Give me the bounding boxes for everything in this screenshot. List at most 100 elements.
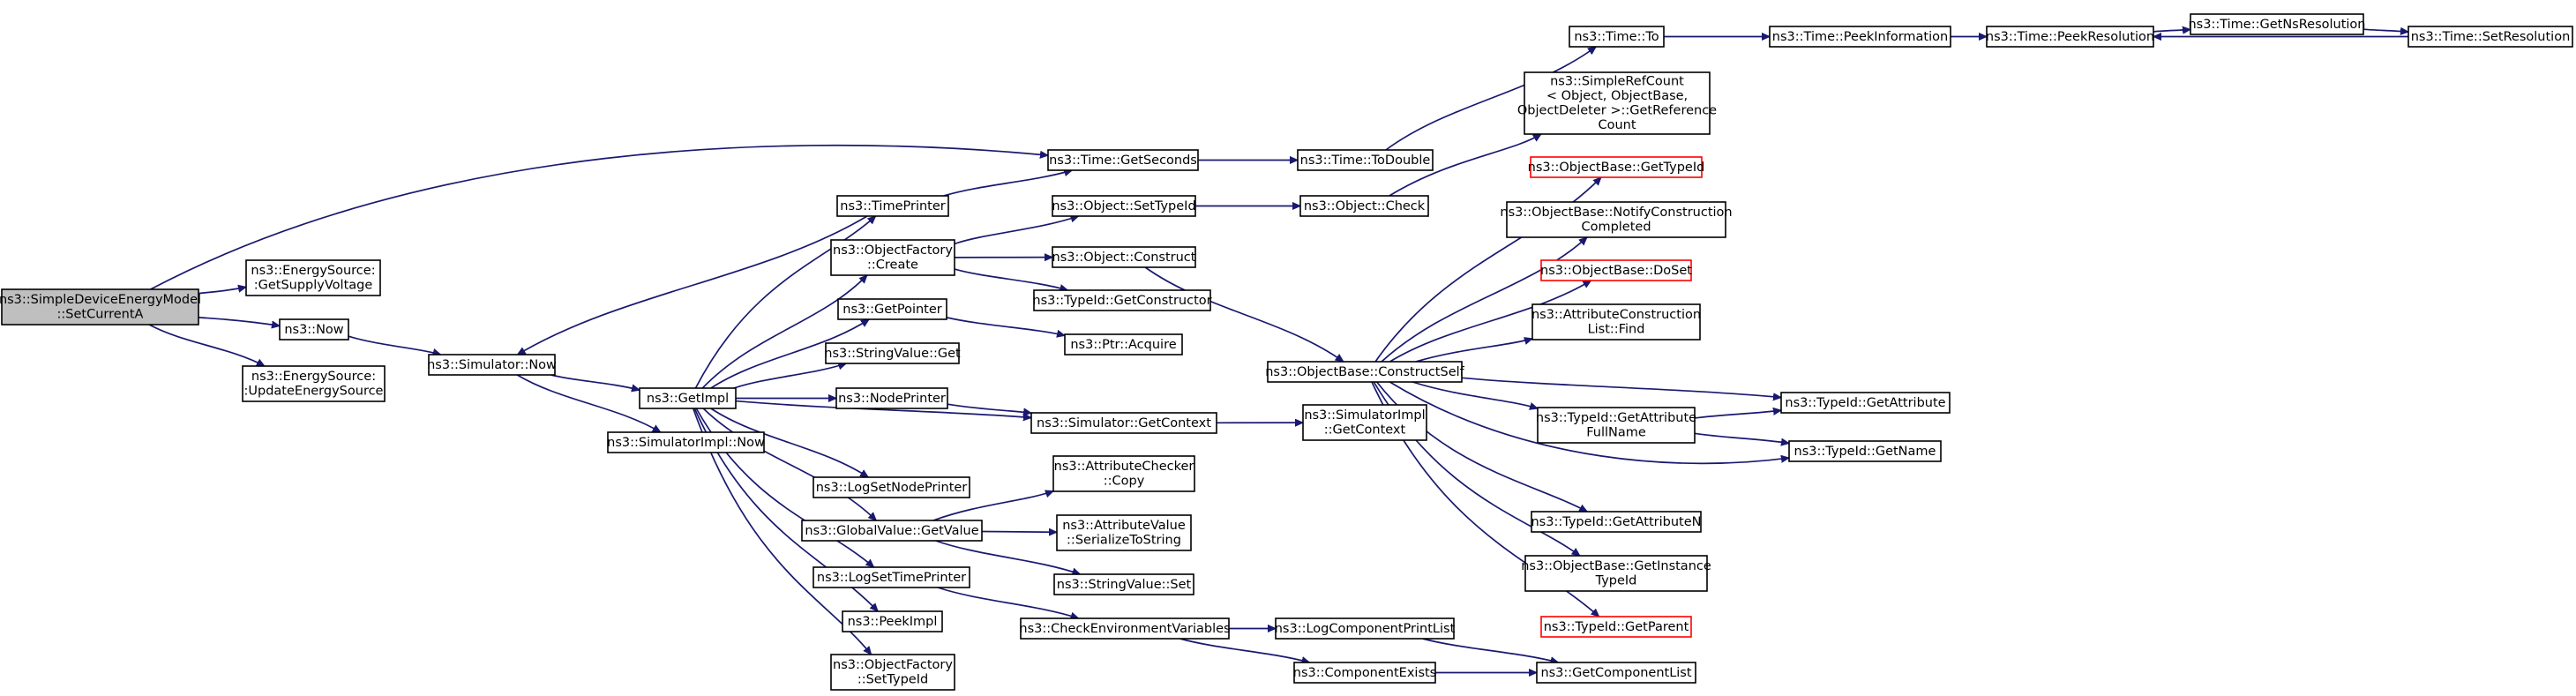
node-label-line: ns3::Now (284, 323, 343, 337)
node-ns3-componentexists[interactable]: ns3::ComponentExists (1293, 662, 1437, 684)
node-box (1788, 440, 1942, 462)
node-ns3-simpledeviceenergymodel-setcurrenta[interactable]: ns3::SimpleDeviceEnergyModel::SetCurrent… (0, 288, 201, 326)
node-ns3-objectfactory-settypeid[interactable]: ns3::ObjectFactory::SetTypeId (830, 654, 955, 691)
node-label-line: ns3::Object::Check (1304, 199, 1426, 213)
node-label-line: :UpdateEnergySource (244, 385, 384, 399)
node-ns3-simplerefcount-object-objectbase-objectdeleter-getreference-count[interactable]: ns3::SimpleRefCount< Object, ObjectBase,… (1517, 71, 1717, 135)
node-label-line: ns3::ObjectBase::ConstructSelf (1265, 365, 1464, 379)
node-ns3-typeid-getconstructor[interactable]: ns3::TypeId::GetConstructor (1032, 289, 1212, 311)
node-ns3-typeid-getname[interactable]: ns3::TypeId::GetName (1788, 440, 1942, 462)
node-label-line: ns3::Ptr::Acquire (1070, 338, 1176, 352)
node-ns3-logsetnodeprinter[interactable]: ns3::LogSetNodePrinter (812, 476, 970, 498)
node-ns3-time-to[interactable]: ns3::Time::To (1569, 26, 1665, 48)
edge-todouble-to-timeto (1385, 47, 1596, 151)
edge-peekres-to-getnsres (2153, 29, 2190, 32)
node-label-line: ::GetContext (1324, 423, 1406, 438)
node-label-line: ns3::TypeId::GetParent (1544, 620, 1689, 634)
node-ns3-typeid-getattributen[interactable]: ns3::TypeId::GetAttributeN (1531, 511, 1702, 533)
edge-now-to-simnow (348, 335, 441, 355)
node-box (245, 259, 381, 296)
node-box (837, 298, 947, 320)
node-label-line: ns3::StringValue::Get (824, 347, 961, 361)
node-ns3-attributevalue-serializetostring[interactable]: ns3::AttributeValue::SerializeToString (1056, 514, 1192, 551)
node-ns3-ptr-acquire[interactable]: ns3::Ptr::Acquire (1064, 333, 1183, 355)
edge-constructself-to-tidgetattrfull (1412, 381, 1538, 408)
node-ns3-energysource-getsupplyvoltage[interactable]: ns3::EnergySource::GetSupplyVoltage (245, 259, 381, 296)
node-label-line: TypeId (1595, 574, 1637, 588)
node-ns3-peekimpl[interactable]: ns3::PeekImpl (842, 610, 943, 632)
node-label-line: ns3::Time::ToDouble (1300, 153, 1431, 168)
node-ns3-nodeprinter[interactable]: ns3::NodePrinter (835, 387, 948, 409)
node-ns3-time-peekinformation[interactable]: ns3::Time::PeekInformation (1769, 26, 1951, 48)
node-layer: ns3::SimpleDeviceEnergyModel::SetCurrent… (0, 13, 2573, 691)
node-ns3-objectbase-doset[interactable]: ns3::ObjectBase::DoSet (1540, 259, 1692, 281)
node-ns3-checkenvironmentvariables[interactable]: ns3::CheckEnvironmentVariables (1019, 617, 1231, 640)
edge-constructself-to-obnotify (1381, 237, 1587, 363)
node-label-line: ns3::ObjectBase::NotifyConstruction (1500, 206, 1732, 220)
node-label-line: ns3::TypeId::GetConstructor (1032, 294, 1211, 308)
node-box (1530, 156, 1703, 178)
node-label-line: ns3::LogComponentPrintList (1275, 622, 1456, 636)
node-box (801, 520, 983, 542)
node-ns3-getimpl[interactable]: ns3::GetImpl (639, 387, 737, 409)
node-label-line: ns3::Simulator::Now (427, 358, 557, 372)
node-ns3-logcomponentprintlist[interactable]: ns3::LogComponentPrintList (1275, 617, 1456, 640)
node-box (1540, 259, 1692, 281)
node-ns3-simulator-getcontext[interactable]: ns3::Simulator::GetContext (1030, 412, 1217, 434)
edge-getimpl-to-getpointer (710, 318, 869, 389)
node-label-line: ns3::Time::To (1574, 30, 1659, 44)
node-box (1986, 26, 2154, 48)
node-ns3-object-check[interactable]: ns3::Object::Check (1299, 195, 1429, 217)
node-ns3-object-construct[interactable]: ns3::Object::Construct (1052, 246, 1196, 268)
node-label-line: ns3::TypeId::GetName (1794, 445, 1936, 459)
node-box (830, 239, 955, 276)
node-ns3-energysource-updateenergysource[interactable]: ns3::EnergySource::UpdateEnergySource (242, 365, 386, 402)
edge-constructself-to-attrconstructfind (1415, 339, 1532, 363)
node-ns3-getcomponentlist[interactable]: ns3::GetComponentList (1536, 662, 1696, 684)
node-box (1052, 455, 1195, 492)
node-label-line: ns3::TypeId::GetAttribute (1785, 396, 1945, 410)
node-label-line: ns3::ObjectFactory (833, 658, 953, 672)
node-label-line: Completed (1581, 221, 1651, 235)
node-ns3-stringvalue-set[interactable]: ns3::StringValue::Set (1053, 573, 1194, 595)
node-ns3-globalvalue-getvalue[interactable]: ns3::GlobalValue::GetValue (801, 520, 983, 542)
node-ns3-typeid-getattribute[interactable]: ns3::TypeId::GetAttribute (1780, 392, 1951, 414)
node-ns3-now[interactable]: ns3::Now (279, 318, 349, 341)
edge-logcompprint-to-getcomplist (1422, 638, 1559, 662)
edge-layer (148, 29, 2408, 672)
node-ns3-time-getnsresolution[interactable]: ns3::Time::GetNsResolution (2188, 13, 2366, 35)
node-box (1020, 617, 1230, 640)
node-ns3-time-getseconds[interactable]: ns3::Time::GetSeconds (1047, 149, 1199, 171)
node-ns3-objectbase-constructself[interactable]: ns3::ObjectBase::ConstructSelf (1265, 361, 1465, 383)
node-label-line: < Object, ObjectBase, (1546, 89, 1688, 103)
node-label-line: ns3::SimulatorImpl::Now (607, 436, 765, 450)
node-label-line: ::Copy (1104, 475, 1145, 489)
node-ns3-simulator-now[interactable]: ns3::Simulator::Now (427, 354, 557, 376)
node-ns3-objectfactory-create[interactable]: ns3::ObjectFactory::Create (830, 239, 955, 276)
node-ns3-object-settypeid[interactable]: ns3::Object::SetTypeId (1052, 195, 1196, 217)
edge-constructself-to-obdoset (1389, 280, 1591, 363)
edge-nodeprinter-to-simgetcontext (947, 403, 1031, 413)
node-ns3-logsettimeprinter[interactable]: ns3::LogSetTimePrinter (812, 566, 970, 588)
node-label-line: ns3::TypeId::GetAttribute (1536, 411, 1696, 425)
edge-constructself-to-tidgetattr (1461, 377, 1781, 397)
node-ns3-objectbase-notifyconstruction-completed[interactable]: ns3::ObjectBase::NotifyConstructionCompl… (1500, 201, 1733, 238)
node-label-line: ns3::CheckEnvironmentVariables (1019, 622, 1230, 636)
edge-getpointer-to-ptracquire (946, 317, 1065, 335)
node-box (639, 387, 737, 409)
node-ns3-timeprinter[interactable]: ns3::TimePrinter (836, 195, 949, 217)
node-ns3-typeid-getparent[interactable]: ns3::TypeId::GetParent (1540, 616, 1692, 638)
node-ns3-objectbase-gettypeid[interactable]: ns3::ObjectBase::GetTypeId (1528, 156, 1705, 178)
node-label-line: ns3::StringValue::Set (1057, 578, 1192, 592)
node-ns3-attributechecker-copy[interactable]: ns3::AttributeChecker::Copy (1052, 455, 1195, 492)
node-ns3-simulatorimpl-now[interactable]: ns3::SimulatorImpl::Now (607, 431, 765, 453)
node-ns3-stringvalue-get[interactable]: ns3::StringValue::Get (824, 342, 961, 364)
node-ns3-time-setresolution[interactable]: ns3::Time::SetResolution (2408, 26, 2573, 48)
node-ns3-simulatorimpl-getcontext[interactable]: ns3::SimulatorImpl::GetContext (1302, 404, 1427, 441)
node-ns3-getpointer[interactable]: ns3::GetPointer (837, 298, 947, 320)
node-ns3-time-peekresolution[interactable]: ns3::Time::PeekResolution (1986, 26, 2154, 48)
node-ns3-time-todouble[interactable]: ns3::Time::ToDouble (1297, 149, 1434, 171)
